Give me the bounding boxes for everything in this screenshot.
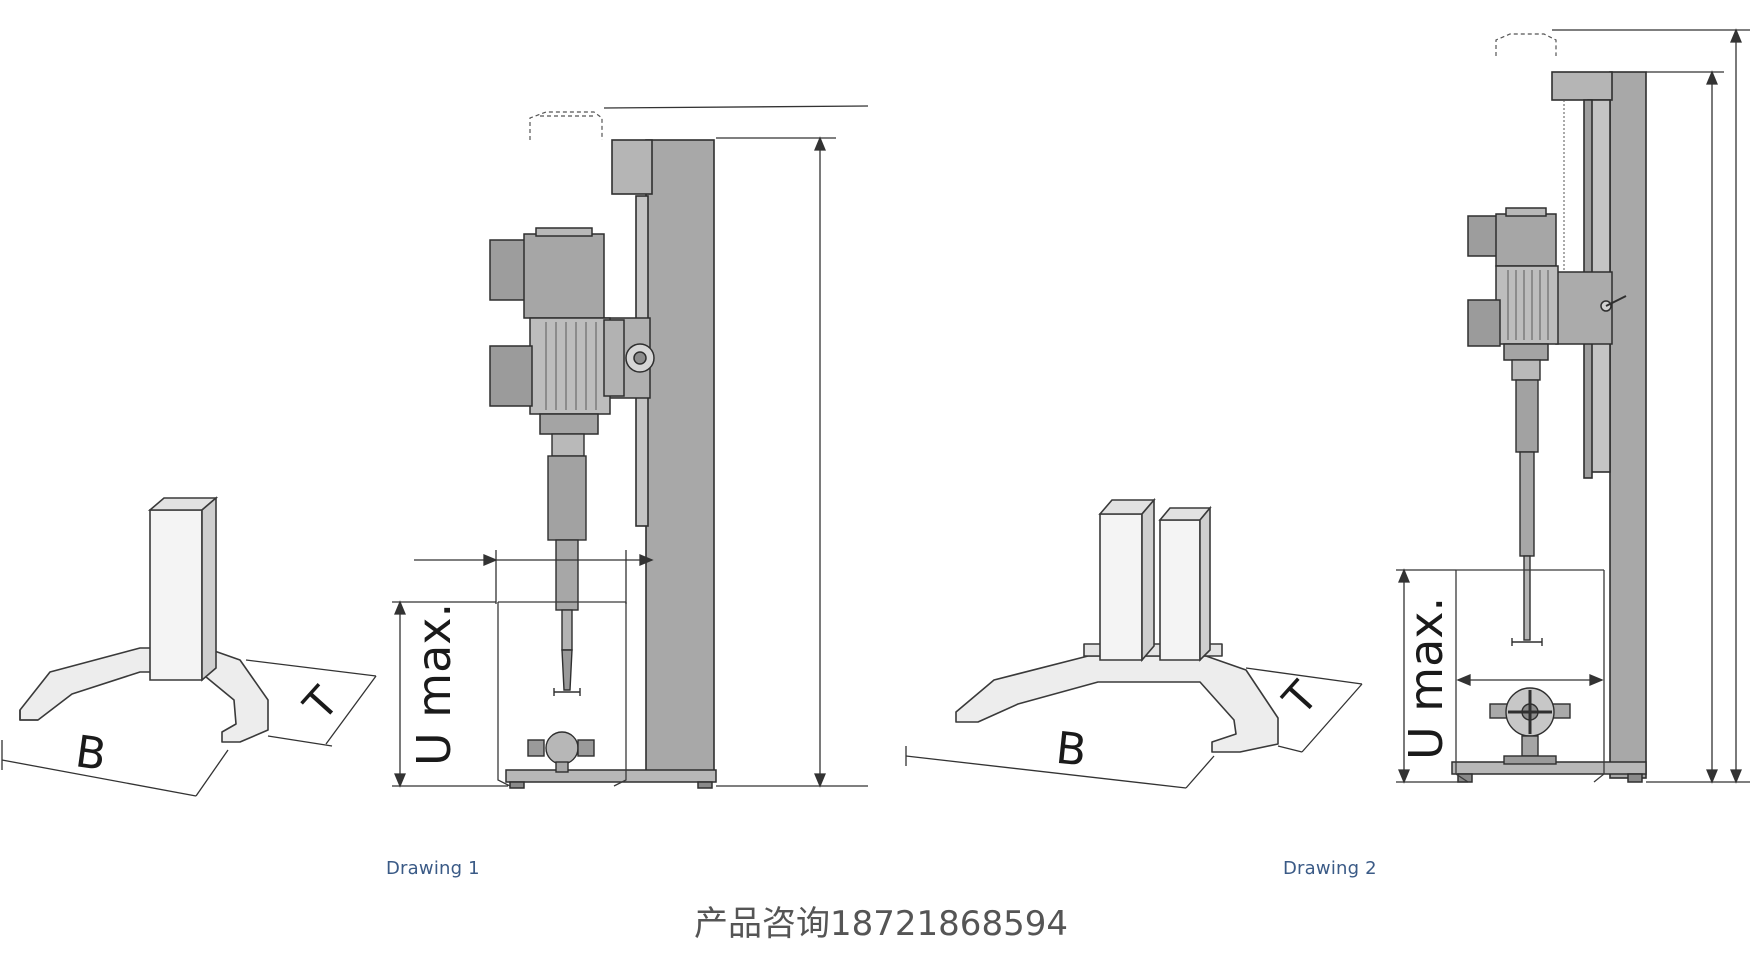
drawing-1-width-label: B	[72, 726, 109, 781]
drawing-1: B T	[1, 105, 869, 797]
drawing-1-overall-height-dimension	[603, 105, 869, 788]
drawing-2-raised-position-hint	[1495, 33, 1557, 56]
drawing-2-depth-dimension	[1245, 667, 1363, 753]
drawing-2-width-dimension	[905, 746, 1215, 789]
drawing-2-overall-height-dimension	[1552, 28, 1750, 784]
drawing-1-depth-dimension	[245, 659, 377, 747]
drawing-1-depth-label: T	[294, 677, 348, 730]
drawing-1-base-plate	[505, 769, 717, 789]
drawing-2-caption: Drawing 2	[1283, 858, 1377, 879]
drawing-1-shaft	[547, 433, 587, 696]
product-inquiry-contact: 产品咨询18721868594	[694, 904, 1068, 944]
drawing-1-umax-dimension	[392, 600, 508, 788]
drawing-2-shaft	[1511, 359, 1543, 646]
drawing-2-depth-label: T	[1273, 672, 1327, 725]
drawing-2-clamp	[1555, 271, 1627, 345]
drawing-1-stand-column	[611, 139, 715, 773]
drawing-2-holder	[1489, 687, 1571, 765]
drawing-1-base-column	[147, 496, 219, 682]
drawing-2-motor	[1467, 207, 1559, 361]
drawing-2: B T	[905, 28, 1750, 789]
drawing-1-raised-position-hint	[529, 111, 603, 140]
drawing-1-vessel	[497, 601, 627, 787]
drawing-1-holder	[527, 731, 595, 773]
drawing-2-width-label: B	[1053, 723, 1088, 777]
drawing-2-umax-dimension	[1396, 568, 1468, 784]
drawing-2-vessel	[1455, 569, 1605, 783]
drawing-1-motor	[489, 227, 625, 435]
drawing-2-base-columns	[1098, 497, 1212, 663]
drawing-2-umax-label: U max.	[1399, 597, 1453, 760]
drawing-1-caption: Drawing 1	[386, 858, 480, 879]
drawing-1-base-foot	[19, 647, 269, 743]
drawing-1-umax-label: U max.	[407, 603, 461, 766]
drawing-2-vessel-width-dimension	[1456, 674, 1604, 686]
drawing-2-base-plate	[1451, 761, 1647, 783]
drawing-2-stand-column	[1551, 71, 1647, 779]
drawing-1-width-dimension	[1, 740, 229, 797]
drawing-1-vessel-width-dimension	[414, 550, 654, 604]
